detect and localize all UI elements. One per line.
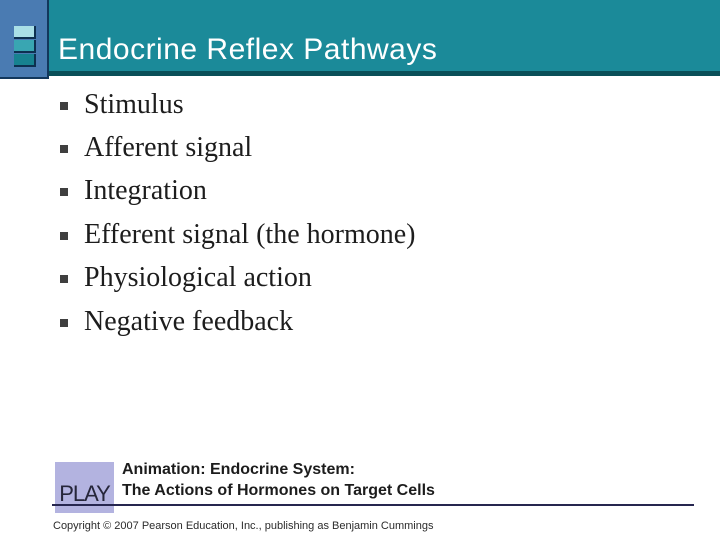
animation-caption: Animation: Endocrine System: The Actions… <box>122 459 435 501</box>
bullet-list: Stimulus Afferent signal Integration Eff… <box>58 83 415 343</box>
bullet-text: Negative feedback <box>84 305 294 337</box>
animation-caption-line1: Animation: Endocrine System: <box>122 461 355 478</box>
list-item: Afferent signal <box>58 126 415 169</box>
divider-line <box>52 504 694 506</box>
bullet-text: Afferent signal <box>84 132 253 164</box>
bullet-square-icon <box>60 231 68 240</box>
ornament-bar-mid <box>14 40 36 53</box>
list-item: Integration <box>58 170 415 213</box>
animation-caption-line2: The Actions of Hormones on Target Cells <box>122 482 435 499</box>
list-item: Efferent signal (the hormone) <box>58 213 415 256</box>
title-bar: Endocrine Reflex Pathways <box>0 0 720 76</box>
bullet-square-icon <box>60 318 68 327</box>
list-item: Physiological action <box>58 257 415 300</box>
ornament-bar-light <box>14 26 36 39</box>
bullet-text: Efferent signal (the hormone) <box>84 218 416 250</box>
bullet-square-icon <box>60 188 68 197</box>
ornament-bar-dark <box>14 54 36 67</box>
bullet-square-icon <box>60 275 68 284</box>
list-item: Stimulus <box>58 83 415 126</box>
bullet-square-icon <box>60 101 68 110</box>
bullet-text: Physiological action <box>84 262 312 294</box>
bullet-text: Integration <box>84 175 207 207</box>
bullet-text: Stimulus <box>84 88 184 120</box>
list-item: Negative feedback <box>58 300 415 343</box>
page-title: Endocrine Reflex Pathways <box>58 33 438 66</box>
bullet-square-icon <box>60 145 68 154</box>
copyright-text: Copyright © 2007 Pearson Education, Inc.… <box>53 520 434 532</box>
corner-ornament <box>0 0 49 79</box>
